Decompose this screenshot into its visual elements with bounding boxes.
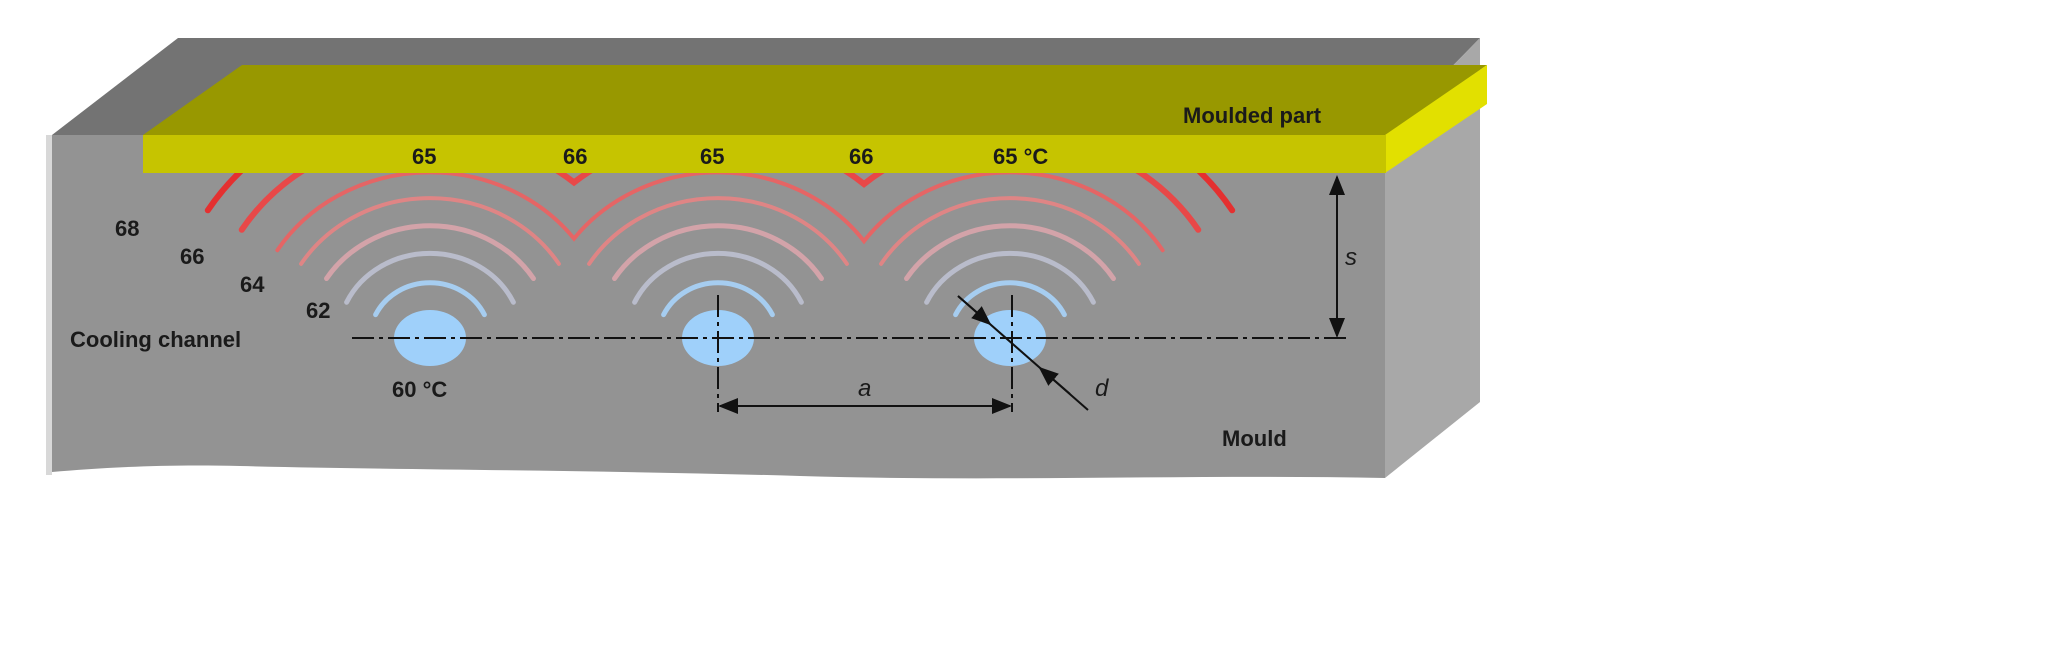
isotherm-arc	[587, 196, 849, 266]
isotherm-label: 66	[180, 244, 204, 269]
isotherm-arc	[299, 196, 561, 266]
part-front-face	[143, 135, 1386, 173]
surface-temp: 65 °C	[993, 144, 1048, 169]
isotherm-arc	[373, 280, 487, 318]
isotherm-arc	[574, 173, 864, 189]
dimension-d-arrow-top	[957, 295, 992, 326]
dimension-d-arrow-bottom	[1038, 366, 1071, 395]
isotherm-arc	[904, 223, 1116, 282]
surface-temp: 66	[849, 144, 873, 169]
center-lines	[352, 295, 1350, 412]
isotherm-label: 64	[240, 272, 265, 297]
isotherm-arc	[344, 250, 516, 305]
isotherm-arc	[864, 173, 1202, 233]
isotherm-arc	[879, 196, 1141, 266]
surface-temp: 66	[563, 144, 587, 169]
surface-temp: 65	[412, 144, 436, 169]
part-side-face	[1385, 65, 1487, 173]
cooling-channel-label: Cooling channel	[70, 327, 241, 352]
isotherm-arc	[324, 223, 536, 282]
isotherm-arcs	[204, 173, 1236, 318]
isotherm-label: 68	[115, 216, 139, 241]
part-top-face	[143, 65, 1487, 135]
isotherm-arc	[953, 280, 1067, 318]
channel-temp-label: 60 °C	[392, 377, 447, 402]
isotherm-arc	[275, 173, 574, 253]
isotherm-arc	[661, 280, 775, 318]
isotherm-arc	[632, 250, 804, 305]
moulded-part-label: Moulded part	[1183, 103, 1322, 128]
isotherm-arc	[574, 173, 864, 245]
dimension-s-label: s	[1345, 244, 1357, 271]
isotherm-arc	[924, 250, 1096, 305]
mould-edge	[46, 135, 52, 475]
isotherm-arc	[238, 173, 574, 233]
dimension-d-label: d	[1095, 375, 1109, 402]
isotherm-label: 62	[306, 298, 330, 323]
mould-label: Mould	[1222, 426, 1287, 451]
isotherm-arc	[612, 223, 824, 282]
dimension-a-label: a	[858, 375, 871, 402]
isotherm-arc	[864, 173, 1165, 253]
surface-temp: 65	[700, 144, 724, 169]
